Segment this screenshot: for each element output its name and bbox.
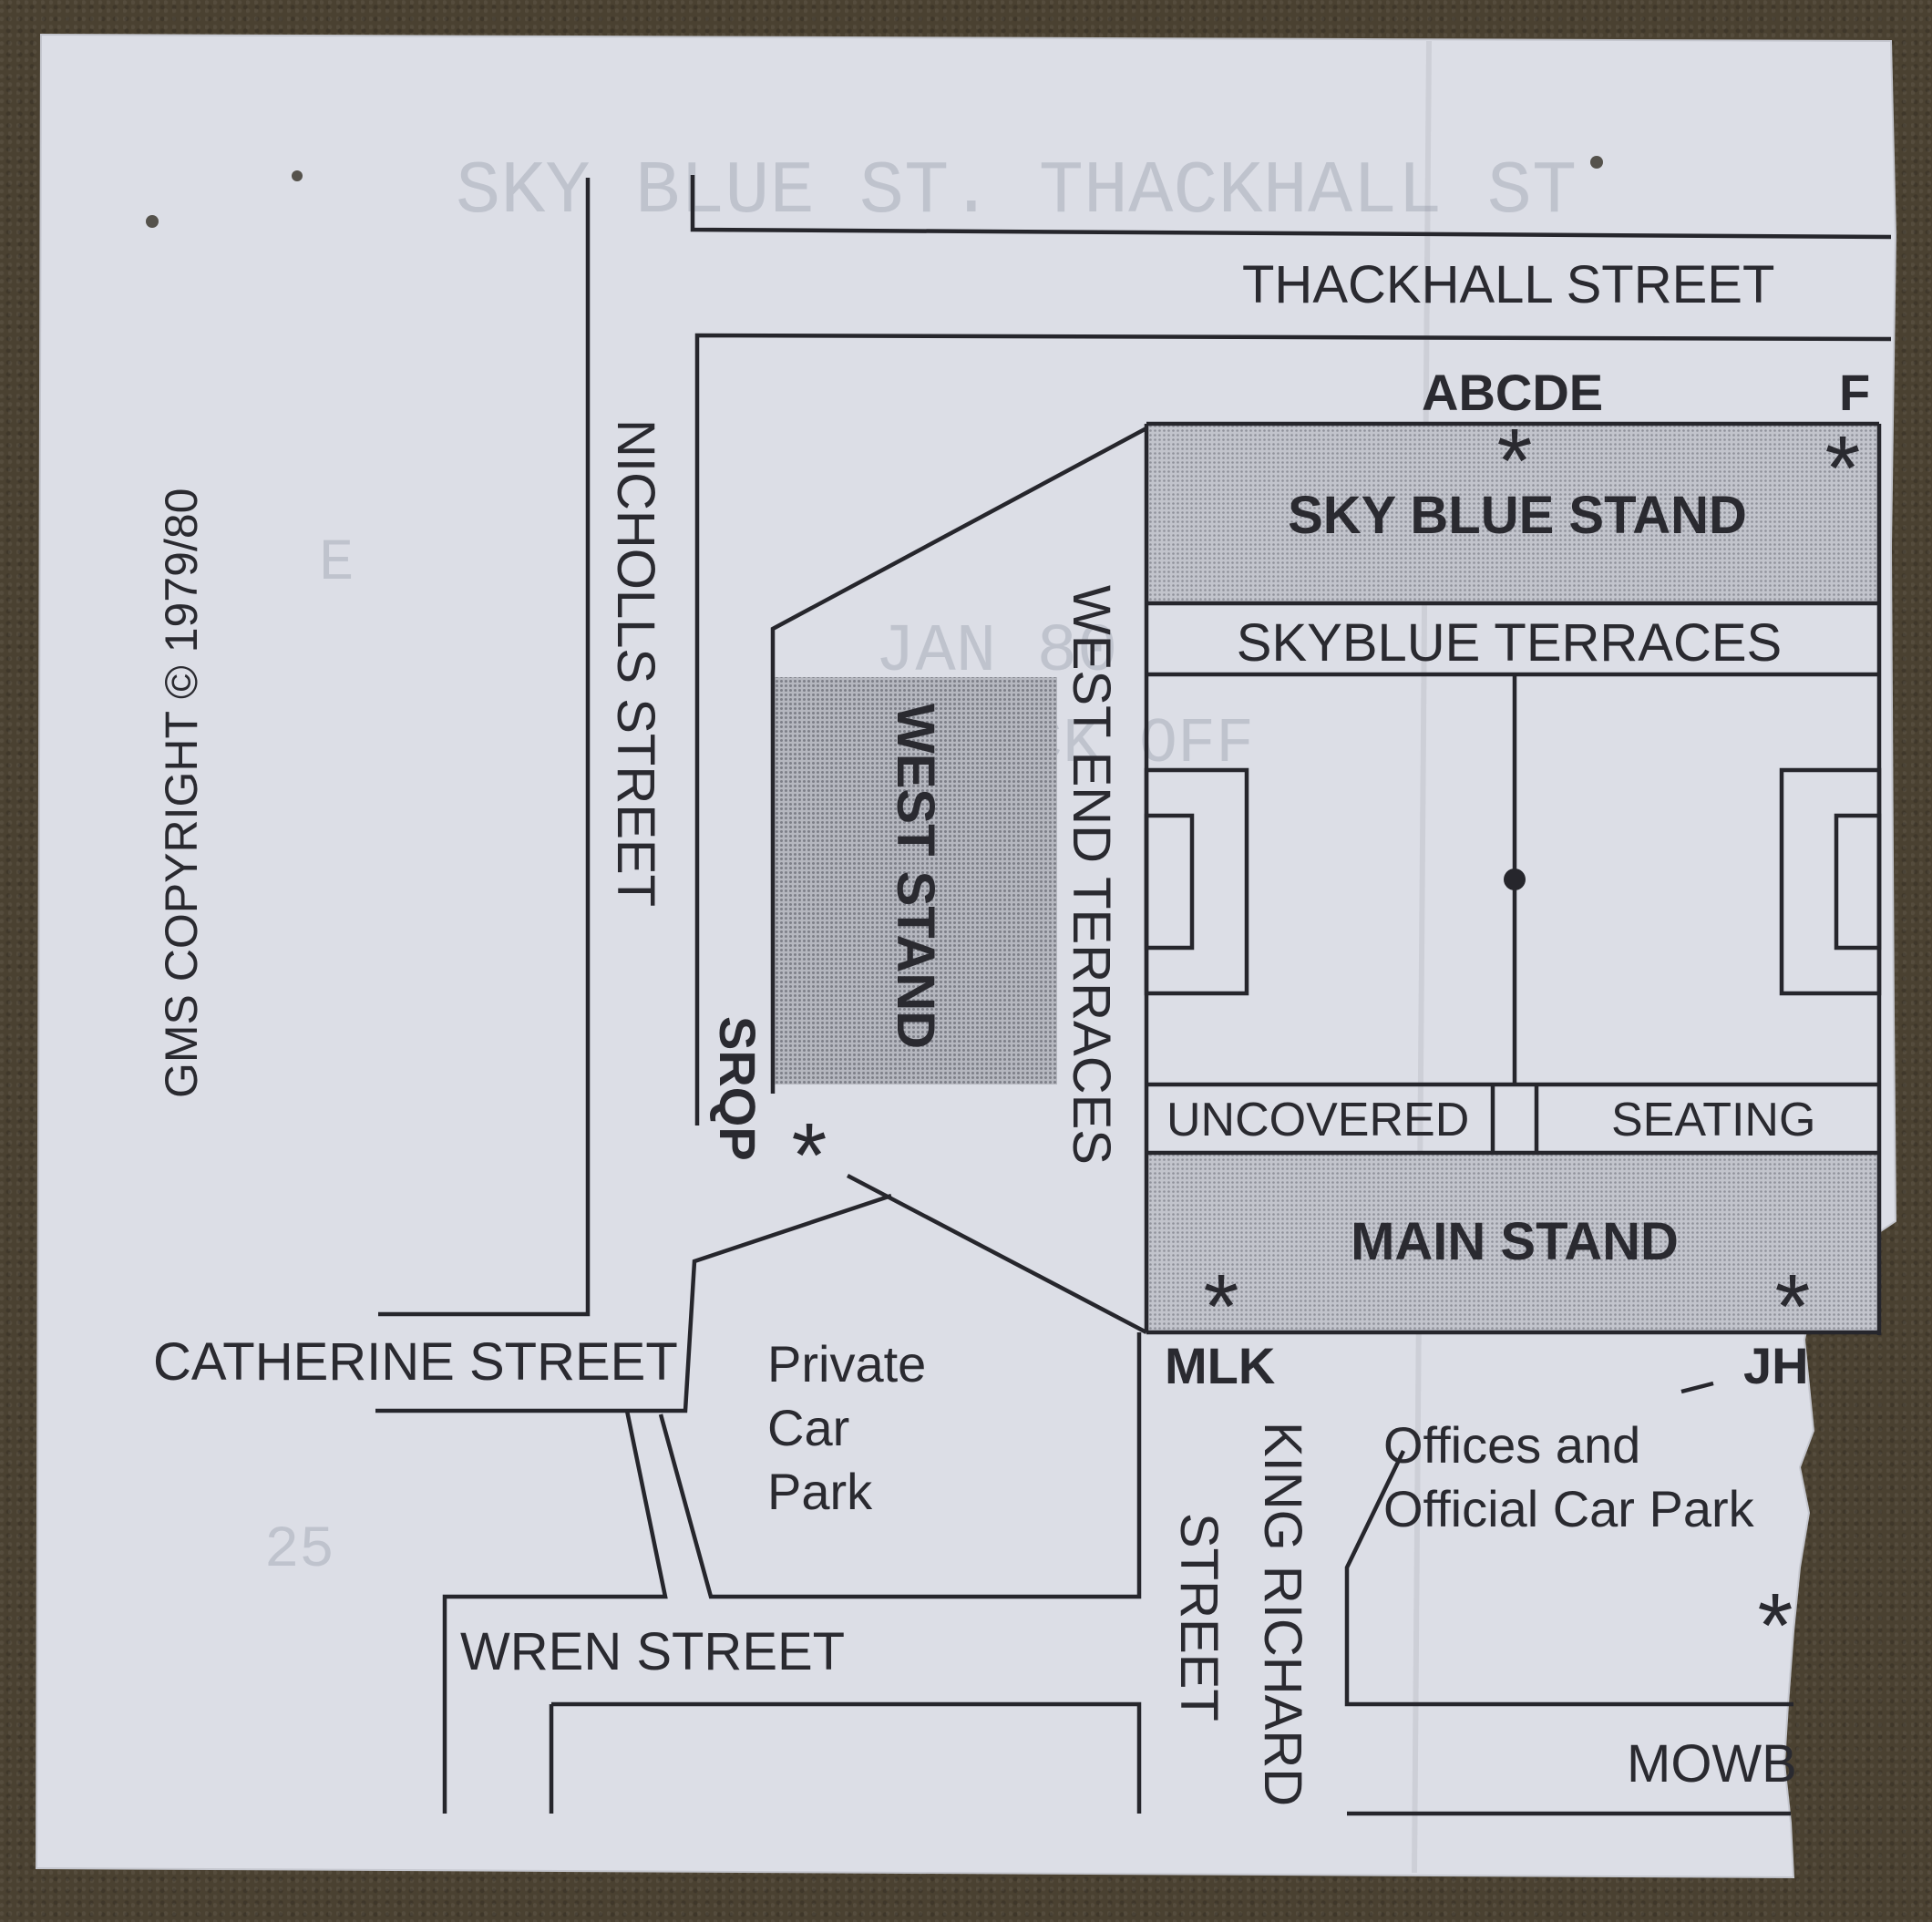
nicholls-street-label: NICHOLLS STREET: [606, 419, 665, 907]
private-car-park-label: Park: [767, 1463, 873, 1520]
asterisk-icon: *: [1775, 1256, 1811, 1358]
copyright-label: GMS COPYRIGHT © 1979/80: [156, 488, 207, 1098]
asterisk-icon: *: [1497, 410, 1533, 512]
centre-spot: [1504, 868, 1526, 890]
wren-street-label: WREN STREET: [460, 1622, 845, 1681]
main-stand-label: MAIN STAND: [1351, 1212, 1679, 1271]
gate-srqp-label: SRQP: [709, 1016, 766, 1161]
mowbray-street-label: MOWB: [1627, 1734, 1797, 1794]
turnstile-markers: * * * * * *: [792, 410, 1861, 1677]
asterisk-icon: *: [792, 1105, 827, 1207]
asterisk-icon: *: [1204, 1256, 1239, 1358]
punch-hole: [146, 215, 159, 228]
asterisk-icon: *: [1758, 1575, 1793, 1677]
street-lines: [375, 175, 1892, 1816]
fold-crease: [1412, 40, 1432, 1874]
private-car-park-label: Private: [767, 1335, 926, 1393]
gate-abcde-label: ABCDE: [1422, 364, 1603, 421]
catherine-street-label: CATHERINE STREET: [153, 1332, 678, 1392]
svg-text:25: 25: [264, 1518, 334, 1584]
king-richard-label: KING RICHARD: [1253, 1422, 1312, 1806]
sky-blue-stand-label: SKY BLUE STAND: [1288, 486, 1747, 545]
seating-label: SEATING: [1611, 1094, 1815, 1146]
gate-f-label: F: [1839, 364, 1870, 421]
punch-hole: [292, 170, 303, 181]
west-stand-label: WEST STAND: [886, 704, 945, 1049]
west-end-terraces-label: WEST END TERRACES: [1062, 585, 1121, 1165]
ground-outline: [770, 421, 1882, 1335]
sky-blue-stand: [1146, 426, 1877, 603]
gate-jh-label: JH: [1743, 1337, 1809, 1394]
main-stand: [1146, 1153, 1877, 1331]
asterisk-icon: *: [1825, 417, 1861, 519]
gate-mlk-label: MLK: [1165, 1337, 1275, 1394]
official-car-park-label: Official Car Park: [1383, 1480, 1755, 1537]
king-richard-street-label: STREET: [1169, 1513, 1228, 1722]
west-stand: [775, 677, 1057, 1084]
svg-text:SKY BLUE ST. THACKHALL ST: SKY BLUE ST. THACKHALL ST: [456, 149, 1577, 234]
thackhall-street-label: THACKHALL STREET: [1242, 255, 1774, 314]
offices-label: Offices and: [1383, 1416, 1640, 1474]
svg-text:E: E: [319, 531, 354, 597]
skyblue-terraces-label: SKYBLUE TERRACES: [1237, 613, 1782, 673]
uncovered-label: UNCOVERED: [1166, 1094, 1469, 1146]
private-car-park-label: Car: [767, 1399, 849, 1456]
punch-hole: [1590, 156, 1603, 169]
